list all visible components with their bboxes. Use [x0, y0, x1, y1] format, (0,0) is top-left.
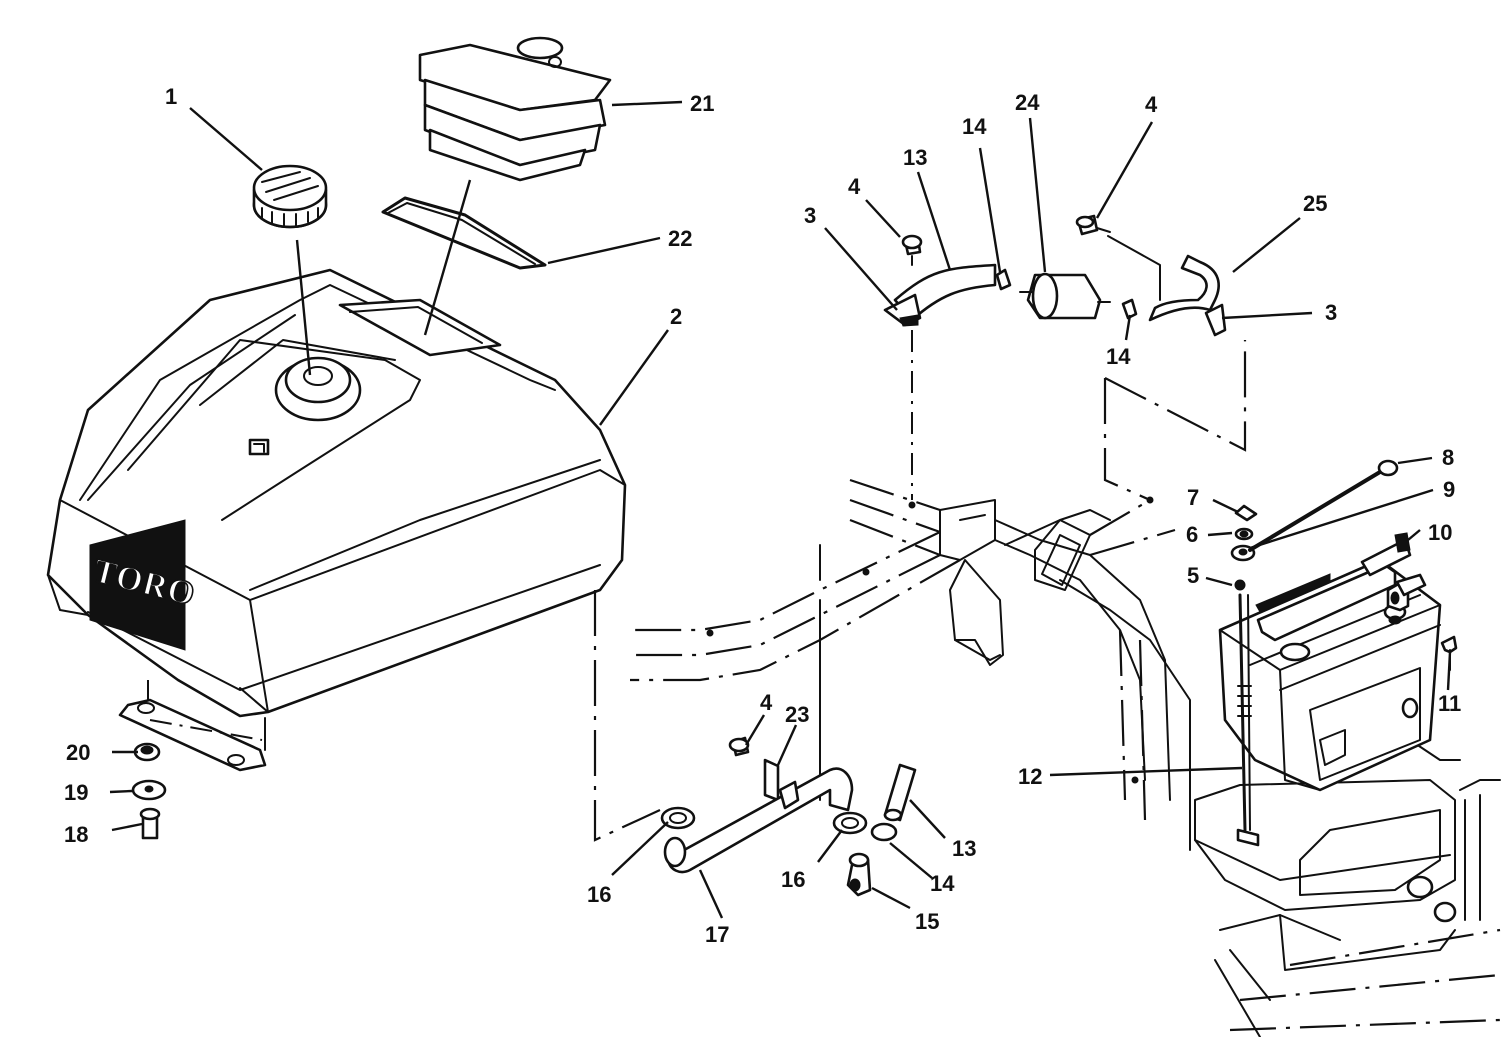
- fuel-line-lower: [593, 544, 917, 897]
- vent-gasket: [381, 196, 547, 270]
- battery: [1218, 558, 1442, 792]
- callout-3-left: 3: [804, 203, 816, 228]
- holddown-rod: [1236, 593, 1260, 847]
- callout-2: 2: [670, 304, 682, 329]
- callout-24: 24: [1015, 90, 1040, 115]
- callout-20: 20: [66, 740, 90, 765]
- callout-labels: 1 21 22 2 20 19 18 3 4 13 14 24 4 25 3 1…: [64, 84, 1461, 947]
- callout-1: 1: [165, 84, 177, 109]
- callout-8: 8: [1442, 445, 1454, 470]
- tank-bracket: [118, 680, 267, 772]
- callout-13-upper: 13: [903, 145, 927, 170]
- leader-lines: [109, 100, 1452, 919]
- callout-14-upper: 14: [962, 114, 987, 139]
- callout-4-lower: 4: [760, 690, 773, 715]
- fuel-line-upper: [883, 214, 1247, 502]
- battery-hardware: [1230, 459, 1458, 671]
- gas-cap: [252, 164, 328, 229]
- callout-19: 19: [64, 780, 88, 805]
- callout-23: 23: [785, 702, 809, 727]
- tractor-frame: [630, 478, 1191, 851]
- callout-22: 22: [668, 226, 692, 251]
- callout-4-upper-right: 4: [1145, 92, 1158, 117]
- callout-16-right: 16: [781, 867, 805, 892]
- callout-15: 15: [915, 909, 939, 934]
- callout-7: 7: [1187, 485, 1199, 510]
- callout-17: 17: [705, 922, 729, 947]
- battery-tray: [1194, 739, 1501, 1037]
- tank-hardware: [131, 742, 167, 840]
- callout-12: 12: [1018, 764, 1042, 789]
- callout-21: 21: [690, 91, 714, 116]
- fuel-tank: TORO: [46, 268, 627, 718]
- callout-9: 9: [1443, 477, 1455, 502]
- shift-boot: [418, 36, 612, 182]
- callout-5: 5: [1187, 563, 1199, 588]
- callout-14-middle: 14: [1106, 344, 1131, 369]
- callout-6: 6: [1186, 522, 1198, 547]
- callout-13-lower: 13: [952, 836, 976, 861]
- callout-3-right: 3: [1325, 300, 1337, 325]
- callout-16-left: 16: [587, 882, 611, 907]
- callout-4-upper-left: 4: [848, 174, 861, 199]
- callout-10: 10: [1428, 520, 1452, 545]
- callout-25: 25: [1303, 191, 1327, 216]
- callout-18: 18: [64, 822, 88, 847]
- callout-11: 11: [1438, 691, 1461, 716]
- callout-14-lower: 14: [930, 871, 955, 896]
